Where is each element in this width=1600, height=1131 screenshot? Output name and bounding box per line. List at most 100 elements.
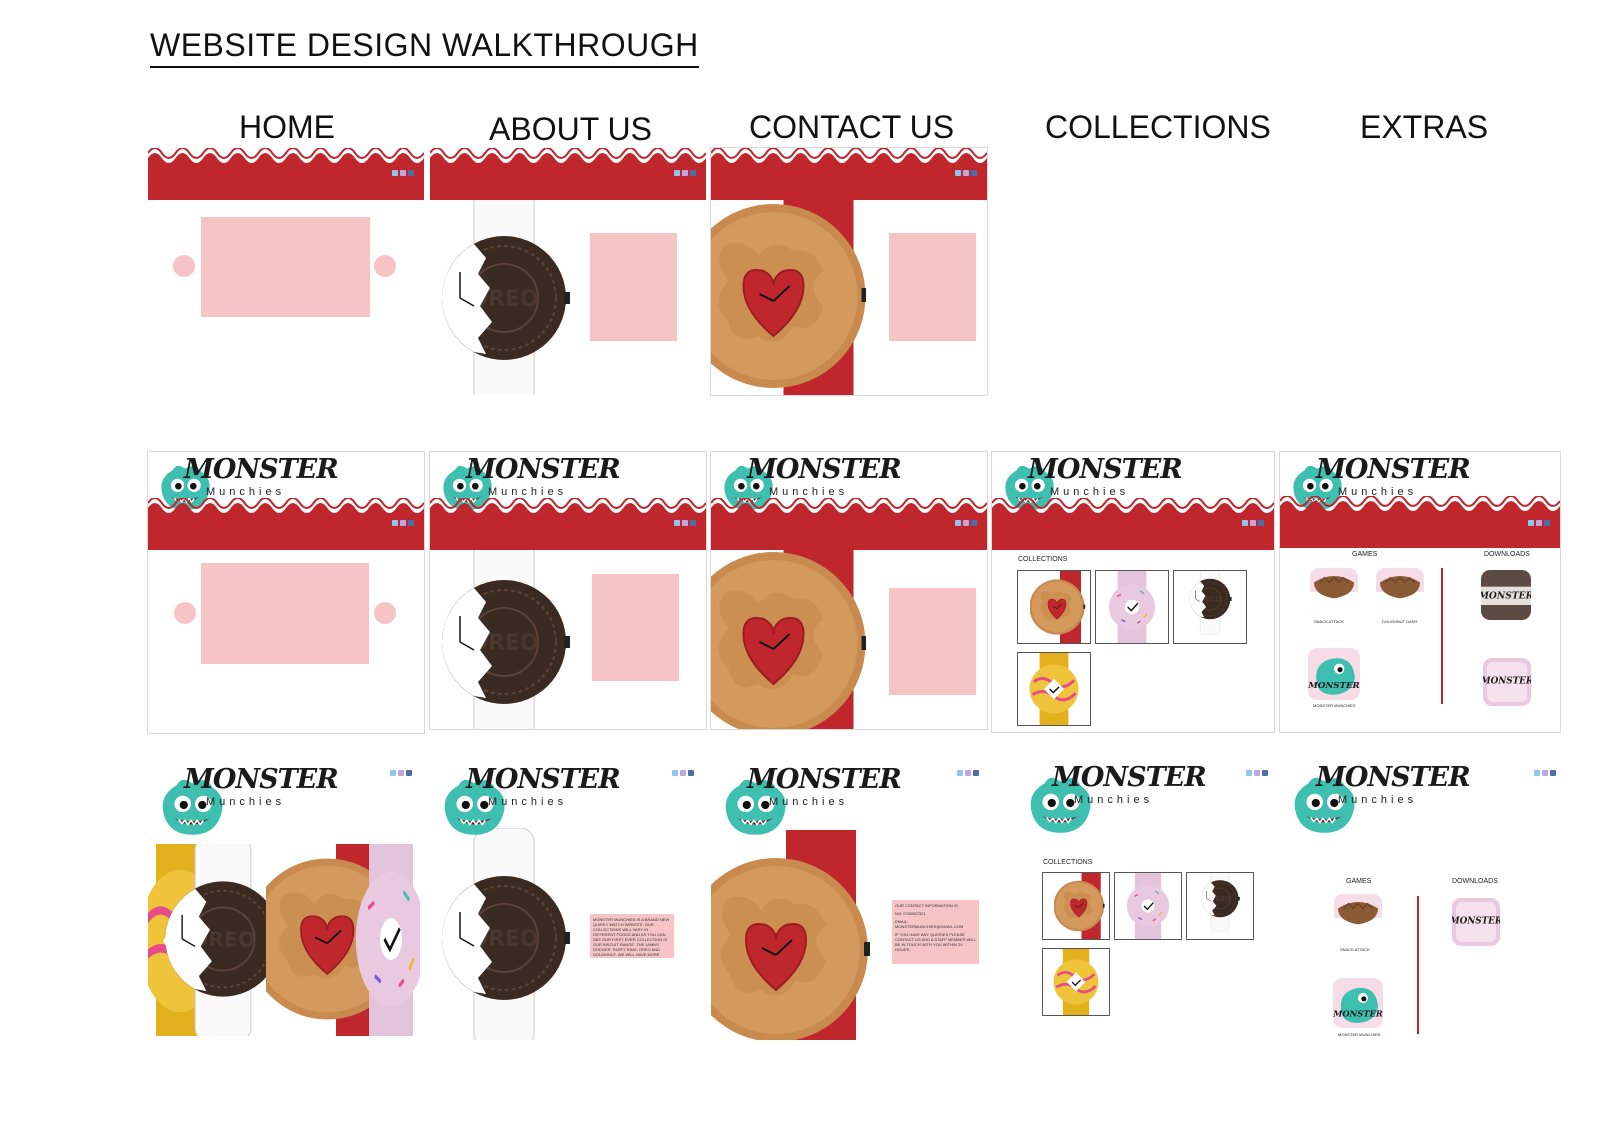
facebook-icon[interactable] <box>690 170 696 176</box>
jammy-watch-image <box>711 830 871 1040</box>
twitter-icon[interactable] <box>955 520 961 526</box>
facebook-icon[interactable] <box>1262 770 1268 776</box>
facebook-icon[interactable] <box>408 520 414 526</box>
contact-email: EMAIL: MONSTERMUNCHIES@GMAIL.COM <box>895 919 964 929</box>
collection-item-party-ring[interactable] <box>1042 948 1110 1016</box>
instagram-icon[interactable] <box>680 770 686 776</box>
facebook-icon[interactable] <box>1550 770 1556 776</box>
contact-note: IF YOU HAVE ANY QUERIES PLEASE CONTACT U… <box>895 932 976 952</box>
home-final: MONSTER Munchies <box>148 756 424 1040</box>
instagram-icon[interactable] <box>682 170 688 176</box>
logo-sub: Munchies <box>769 796 849 808</box>
logo-sub: Munchies <box>206 486 286 498</box>
twitter-icon[interactable] <box>672 770 678 776</box>
instagram-icon[interactable] <box>400 520 406 526</box>
slider-prev-button[interactable] <box>174 602 196 624</box>
instagram-icon[interactable] <box>963 170 969 176</box>
slider-next-button[interactable] <box>374 255 396 277</box>
twitter-icon[interactable] <box>955 170 961 176</box>
party-ring-watch-thumb <box>1018 653 1090 725</box>
logo[interactable]: MONSTER Munchies <box>1288 454 1488 510</box>
collection-item-jammy[interactable] <box>1042 872 1110 940</box>
twitter-icon[interactable] <box>1242 520 1248 526</box>
home-sketch-row1 <box>148 148 424 395</box>
logo[interactable]: MONSTER Munchies <box>1024 762 1224 834</box>
jammy-watch-image <box>711 176 866 395</box>
logo[interactable]: MONSTER Munchies <box>1000 454 1200 510</box>
logo[interactable]: MONSTER Munchies <box>719 764 919 836</box>
facebook-icon[interactable] <box>971 520 977 526</box>
twitter-icon[interactable] <box>392 520 398 526</box>
instagram-icon[interactable] <box>1536 520 1542 526</box>
about-text-placeholder <box>590 233 677 341</box>
twitter-icon[interactable] <box>390 770 396 776</box>
divider <box>1441 568 1443 704</box>
download-wallpaper-pink-icon[interactable] <box>1483 658 1531 706</box>
logo-sub: Munchies <box>488 796 568 808</box>
facebook-icon[interactable] <box>971 170 977 176</box>
party-ring-watch-thumb <box>1043 949 1109 1015</box>
hero-collage[interactable] <box>148 844 420 1036</box>
monster-munchies-game-icon[interactable] <box>1333 978 1383 1028</box>
twitter-icon[interactable] <box>674 170 680 176</box>
download-wallpaper-oreo-icon[interactable] <box>1481 570 1531 620</box>
collection-item-doughnut[interactable] <box>1095 570 1169 644</box>
slider-prev-button[interactable] <box>173 255 195 277</box>
instagram-icon[interactable] <box>682 520 688 526</box>
twitter-icon[interactable] <box>392 170 398 176</box>
monster-munchies-game-icon[interactable] <box>1308 648 1360 700</box>
snack-attack-game-icon[interactable] <box>1334 894 1382 942</box>
collection-item-jammy[interactable] <box>1017 570 1091 644</box>
social-icons <box>955 520 977 526</box>
instagram-icon[interactable] <box>1254 770 1260 776</box>
column-heading-contact: CONTACT US <box>749 109 955 145</box>
social-icons <box>1534 770 1556 776</box>
collection-item-party-ring[interactable] <box>1017 652 1091 726</box>
instagram-icon[interactable] <box>963 520 969 526</box>
snack-attack-game-icon[interactable] <box>1310 568 1358 616</box>
games-label: GAMES <box>1352 551 1378 558</box>
game-label-monster-munchies: MONSTER MUNCHIES <box>1313 703 1356 708</box>
download-wallpaper-pink-icon[interactable] <box>1452 898 1500 946</box>
slider-next-button[interactable] <box>374 602 396 624</box>
instagram-icon[interactable] <box>400 170 406 176</box>
extras-sketch-row2: MONSTER Munchies GAMES DOWNLOADS SNACK A… <box>1280 452 1560 732</box>
social-icons <box>672 770 694 776</box>
instagram-icon[interactable] <box>1250 520 1256 526</box>
logo-sub: Munchies <box>1074 794 1154 806</box>
logo[interactable]: MONSTER Munchies <box>438 454 638 510</box>
collections-label: COLLECTIONS <box>1043 859 1093 866</box>
twitter-icon[interactable] <box>1528 520 1534 526</box>
game-label-snack-attack: SNACK ATTACK <box>1314 619 1344 624</box>
game-label-snack-attack: SNACK ATTACK <box>1340 947 1370 952</box>
facebook-icon[interactable] <box>408 170 414 176</box>
instagram-icon[interactable] <box>398 770 404 776</box>
game-label-doughnut-dash: DOUGHNUT DASH <box>1382 619 1418 624</box>
facebook-icon[interactable] <box>688 770 694 776</box>
logo[interactable]: MONSTER Munchies <box>719 454 919 510</box>
doughnut-dash-game-icon[interactable] <box>1376 568 1424 616</box>
facebook-icon[interactable] <box>973 770 979 776</box>
logo[interactable]: MONSTER Munchies <box>438 764 638 836</box>
facebook-icon[interactable] <box>690 520 696 526</box>
wave-header <box>148 498 424 550</box>
twitter-icon[interactable] <box>957 770 963 776</box>
twitter-icon[interactable] <box>674 520 680 526</box>
collections-final: MONSTER Munchies COLLECTIONS <box>992 756 1274 1040</box>
logo[interactable]: MONSTER Munchies <box>1288 762 1488 834</box>
column-heading-collections: COLLECTIONS <box>1045 109 1271 145</box>
facebook-icon[interactable] <box>406 770 412 776</box>
twitter-icon[interactable] <box>1534 770 1540 776</box>
collection-item-oreo[interactable] <box>1173 570 1247 644</box>
twitter-icon[interactable] <box>1246 770 1252 776</box>
facebook-icon[interactable] <box>1258 520 1264 526</box>
wave-header <box>1280 496 1560 548</box>
logo[interactable]: MONSTER Munchies <box>156 764 356 836</box>
collection-item-doughnut[interactable] <box>1114 872 1182 940</box>
doughnut-watch-thumb <box>1115 873 1181 939</box>
logo[interactable]: MONSTER Munchies <box>156 454 356 510</box>
instagram-icon[interactable] <box>965 770 971 776</box>
collection-item-oreo[interactable] <box>1186 872 1254 940</box>
facebook-icon[interactable] <box>1544 520 1550 526</box>
instagram-icon[interactable] <box>1542 770 1548 776</box>
